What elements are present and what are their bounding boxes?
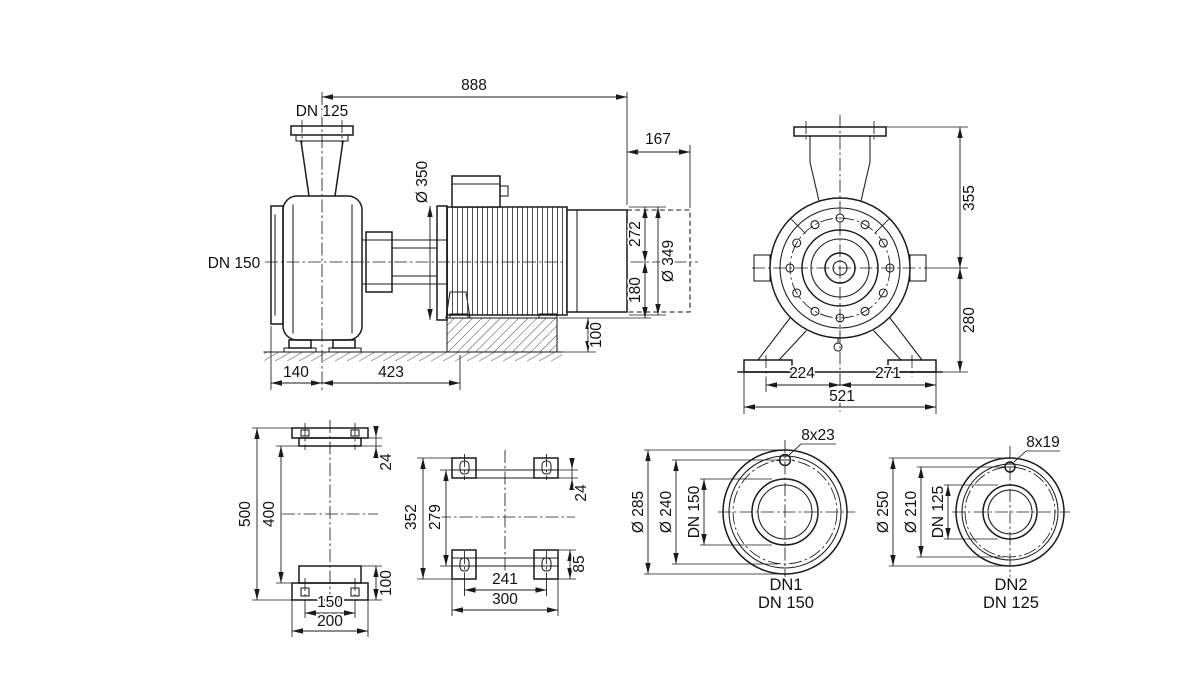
caption-dn1: DN1	[769, 576, 802, 594]
dim-bolt-width-241: 241	[492, 571, 518, 588]
bore	[751, 478, 819, 546]
casing-ribs	[790, 218, 890, 234]
bore	[982, 484, 1038, 540]
caption-dn150: DN 150	[758, 594, 814, 612]
label-discharge-dn: DN 125	[296, 103, 349, 120]
terminal-box	[451, 175, 501, 208]
pump-foot	[332, 339, 356, 349]
suction-flange	[270, 205, 284, 325]
drain-plug	[833, 342, 843, 352]
caption-dn125: DN 125	[983, 594, 1039, 612]
caption-dn2: DN2	[994, 576, 1027, 594]
bolt-circle	[789, 217, 891, 319]
label-holes-8x23: 8x23	[801, 427, 835, 444]
flange-outer	[955, 457, 1065, 567]
bearing-housing	[365, 231, 393, 293]
dim-bottom-height: 280	[961, 307, 978, 333]
dim-bolt-width-150: 150	[317, 594, 343, 611]
dim-left-foot: 224	[789, 365, 815, 382]
dim-center-to-top: 272	[627, 221, 644, 247]
dim-right-foot: 271	[875, 365, 901, 382]
dim-motor-dia: Ø 349	[660, 240, 677, 282]
pump-foot	[288, 339, 312, 349]
dim-base-width: 521	[829, 388, 855, 405]
dim-outer-285: Ø 285	[630, 491, 647, 533]
coupling-guard	[361, 239, 448, 285]
dim-total-length: 888	[461, 77, 487, 94]
dim-bore-dn125: DN 125	[930, 486, 947, 539]
dim-bore-dn150: DN 150	[686, 485, 703, 538]
ground-hatch	[264, 352, 562, 361]
motor-variant-outline	[626, 209, 691, 313]
flange-dn150-view: 8x23 Ø 285 Ø 240 DN 150 DN1 DN 150	[628, 425, 855, 614]
dim-pad-height-24: 24	[573, 484, 590, 502]
dim-base-height: 100	[588, 322, 605, 348]
casing-bolts	[785, 213, 895, 323]
motor-foot-plan: 352 279 24 85 241 300	[401, 450, 592, 616]
dim-bolt-circle-240: Ø 240	[658, 491, 675, 534]
foundation-block	[446, 317, 558, 353]
motor-pad	[533, 549, 559, 580]
side-view: 888 167 DN 125 DN 150 Ø 350 272 180 Ø 34…	[206, 75, 698, 392]
dim-overall-500: 500	[237, 501, 254, 527]
bottom-foot-plate	[291, 582, 369, 601]
discharge-neck-front	[809, 135, 871, 202]
cable-gland	[499, 185, 509, 197]
dim-center-to-support: 423	[378, 364, 404, 381]
dim-plate-width-300: 300	[492, 591, 518, 608]
dim-suction-to-center: 140	[283, 364, 309, 381]
discharge-flange-front	[793, 126, 887, 137]
label-holes-8x19: 8x19	[1026, 434, 1060, 451]
dim-center-height: 180	[627, 277, 644, 303]
side-lug	[753, 254, 771, 282]
dim-outer-250: Ø 250	[875, 491, 892, 534]
dim-pad-height-24: 24	[378, 453, 395, 471]
volute-casing	[282, 195, 363, 341]
dim-motor-extension: 167	[645, 131, 671, 148]
dim-plate-width-200: 200	[317, 613, 343, 630]
support-legs	[757, 317, 923, 361]
flange-outer	[722, 449, 848, 575]
dim-top-height: 355	[961, 185, 978, 211]
dim-bolt-circle-210: Ø 210	[903, 491, 920, 534]
left-foot	[743, 359, 793, 373]
leader-line	[1013, 450, 1060, 463]
leader-line	[788, 443, 836, 456]
dim-foot-height-85: 85	[571, 555, 588, 572]
label-suction-dn: DN 150	[208, 255, 261, 272]
end-view: 355 280 224 271 521	[737, 115, 980, 414]
discharge-neck	[300, 140, 344, 197]
pump-foot-plan: 500 400 24 100 150 200	[235, 420, 397, 637]
side-lug	[909, 254, 927, 282]
motor-body	[446, 206, 568, 316]
motor-pad	[451, 549, 477, 580]
dim-flange-dia: Ø 350	[414, 161, 431, 204]
shaft-hub	[824, 252, 856, 284]
dim-foot-height-100: 100	[378, 570, 395, 596]
flange-dn125-view: 8x19 Ø 250 Ø 210 DN 125 DN2 DN 125	[873, 432, 1070, 614]
fan-cover	[566, 209, 628, 313]
flange-bolt-marks	[301, 120, 343, 143]
motor-flange	[436, 205, 448, 321]
dim-bolt-span-400: 400	[261, 501, 278, 527]
dim-bolt-span-279: 279	[427, 504, 444, 530]
dim-overall-352: 352	[403, 504, 420, 530]
